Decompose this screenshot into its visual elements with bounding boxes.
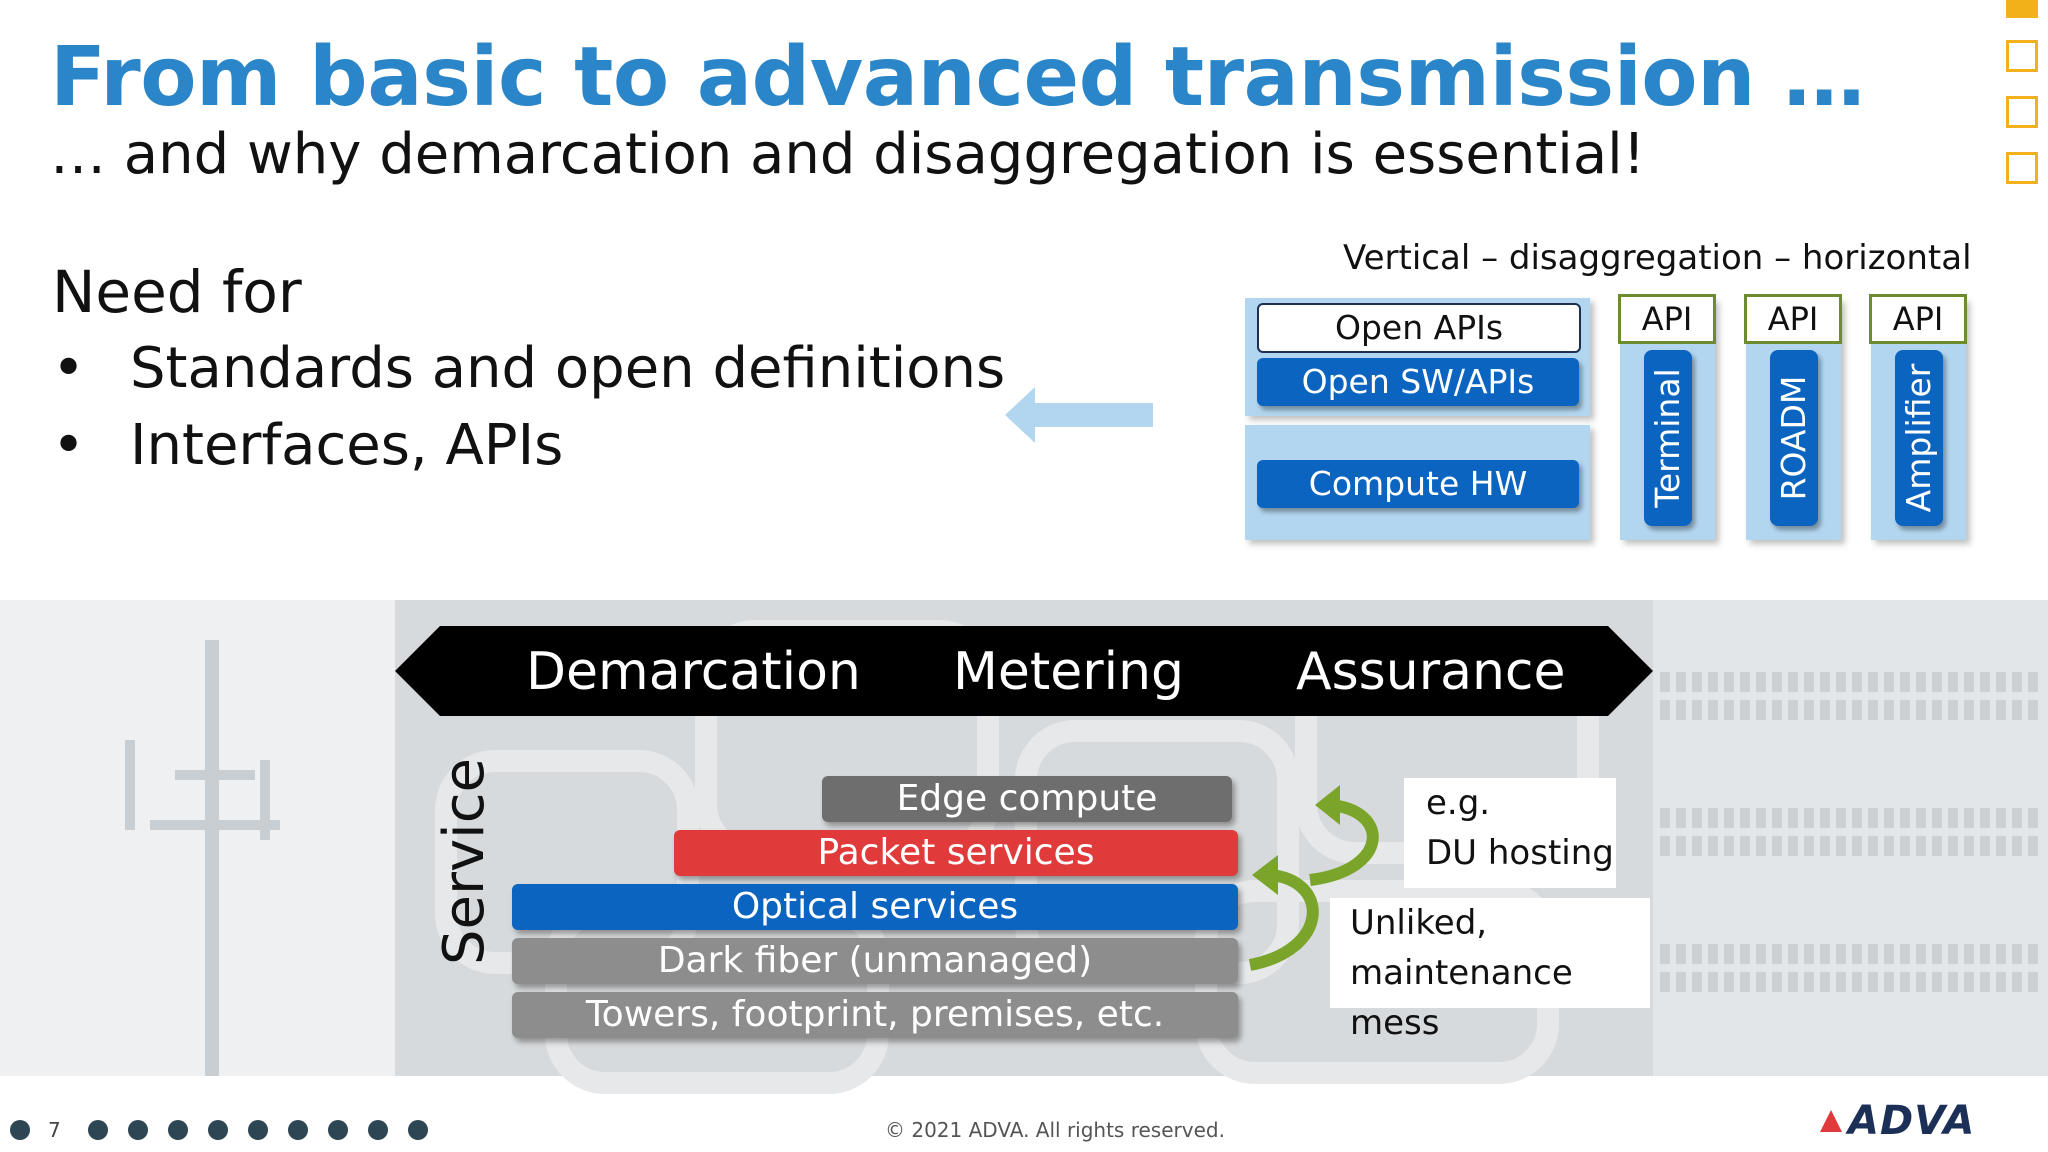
layer-packet-services: Packet services [674, 830, 1238, 876]
left-arrow-icon [1005, 387, 1153, 443]
nav-square[interactable] [2006, 40, 2038, 72]
layer-optical-services: Optical services [512, 884, 1238, 930]
note-line: Unliked, [1350, 903, 1488, 943]
open-apis-box: Open APIs [1257, 303, 1581, 353]
bullet-text: Interfaces, APIs [130, 413, 564, 478]
page-number: 7 [48, 1118, 61, 1142]
amplifier-label: Amplifier [1899, 363, 1938, 513]
service-label: Service [432, 758, 497, 965]
layer-edge-compute: Edge compute [822, 776, 1232, 822]
adva-logo: ADVA [1848, 1098, 1976, 1144]
progress-dot[interactable] [248, 1120, 268, 1140]
api-box: API [1869, 294, 1967, 344]
terminal-pill [1644, 350, 1692, 526]
banner-arrow [395, 626, 1653, 716]
roadm-label: ROADM [1774, 375, 1813, 501]
progress-dot[interactable] [88, 1120, 108, 1140]
note-line: maintenance mess [1350, 953, 1573, 1043]
progress-dot[interactable] [368, 1120, 388, 1140]
banner-assurance: Assurance [1296, 642, 1566, 702]
layer-dark-fiber: Dark fiber (unmanaged) [512, 938, 1238, 984]
tower-mast [205, 640, 219, 1076]
note-line: DU hosting [1426, 833, 1614, 873]
banner-metering: Metering [953, 642, 1185, 702]
terminal-label: Terminal [1648, 368, 1687, 508]
bullet-item: • Interfaces, APIs [52, 413, 563, 478]
nav-square-active[interactable] [2006, 0, 2038, 18]
curved-arrow-icon [1248, 785, 1379, 971]
amplifier-pill [1895, 350, 1943, 526]
progress-dot[interactable] [128, 1120, 148, 1140]
need-heading: Need for [52, 258, 302, 326]
copyright-text: © 2021 ADVA. All rights reserved. [885, 1118, 1225, 1142]
nav-square[interactable] [2006, 152, 2038, 184]
api-box: API [1744, 294, 1842, 344]
progress-dot[interactable] [168, 1120, 188, 1140]
note-line: e.g. [1426, 783, 1491, 823]
slide-subtitle: … and why demarcation and disaggregation… [50, 122, 1646, 187]
bullet-text: Standards and open definitions [130, 336, 1006, 401]
banner-demarcation: Demarcation [526, 642, 861, 702]
api-box: API [1618, 294, 1716, 344]
bullet-item: • Standards and open definitions [52, 336, 1005, 401]
progress-dot[interactable] [288, 1120, 308, 1140]
roadm-pill [1770, 350, 1818, 526]
compute-hw-pill: Compute HW [1257, 460, 1579, 508]
diagram-title: Vertical – disaggregation – horizontal [1343, 238, 1972, 278]
open-sw-apis-pill: Open SW/APIs [1257, 358, 1579, 406]
progress-dot[interactable] [208, 1120, 228, 1140]
note-du-hosting: e.g. DU hosting [1404, 778, 1616, 888]
nav-square[interactable] [2006, 96, 2038, 128]
footer-dot [10, 1120, 30, 1140]
note-maintenance: Unliked, maintenance mess [1330, 898, 1650, 1043]
bullet-dot: • [52, 413, 86, 478]
layer-towers: Towers, footprint, premises, etc. [512, 992, 1238, 1038]
slide-title: From basic to advanced transmission … [50, 30, 1865, 125]
adva-logo-icon [1820, 1110, 1842, 1132]
progress-dot[interactable] [408, 1120, 428, 1140]
bullet-dot: • [52, 336, 86, 401]
progress-dot[interactable] [328, 1120, 348, 1140]
